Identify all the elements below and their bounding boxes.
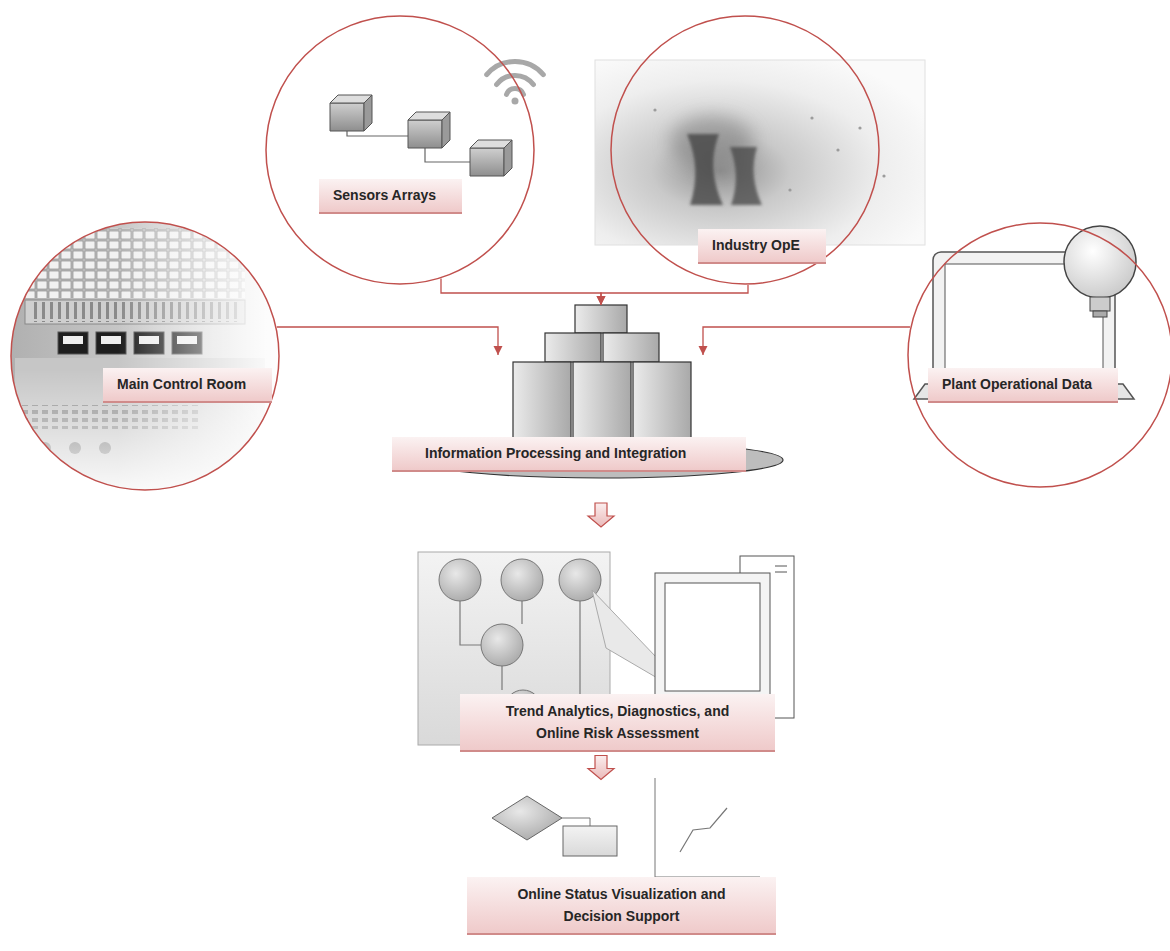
server-box <box>545 333 601 362</box>
sensor-cube <box>442 112 450 148</box>
connector-line <box>601 285 748 305</box>
block-arrow <box>588 503 614 527</box>
cooling-tower <box>687 134 723 205</box>
flow-box <box>563 826 617 856</box>
connector <box>597 285 749 305</box>
bulb-base <box>1093 311 1107 317</box>
circle-border <box>11 222 279 490</box>
map-dot <box>653 108 656 111</box>
sensor-cube <box>470 148 504 176</box>
arrowhead <box>597 296 606 305</box>
figure-node: Online Status Visualization and Decision… <box>467 790 785 940</box>
panel-background <box>10 221 280 491</box>
chart-line <box>680 808 727 852</box>
circle-border <box>611 16 879 284</box>
map-dot <box>810 116 813 119</box>
connector-line <box>703 327 910 355</box>
map-background <box>595 60 925 245</box>
control-room-panel <box>10 221 280 491</box>
plant-dots <box>653 108 885 191</box>
circle-border <box>266 16 534 284</box>
server-box <box>633 362 691 444</box>
map-dot <box>836 148 839 151</box>
connector-line <box>277 327 498 355</box>
industry-map <box>595 60 925 245</box>
wifi-symbol <box>487 62 544 105</box>
sensor-cube <box>408 120 442 148</box>
sensor-cube <box>330 103 364 131</box>
arrowhead <box>597 296 606 305</box>
wifi-dot <box>512 98 519 105</box>
server-box <box>573 362 631 444</box>
bulb-neck <box>1090 297 1110 311</box>
label-band: Plant Operational Data <box>928 368 1118 403</box>
flow-link <box>562 818 590 826</box>
tower-slot <box>775 566 787 572</box>
monitor-screen <box>665 583 760 691</box>
monitor-frame <box>655 573 770 701</box>
chart-axis <box>655 778 760 877</box>
connector <box>277 327 503 355</box>
server-box <box>513 362 571 444</box>
block-arrow <box>588 756 614 780</box>
circle-node: Main Control Room <box>10 221 280 491</box>
flow-diamond <box>492 796 562 840</box>
label-band: Trend Analytics, Diagnostics, and Online… <box>460 694 775 752</box>
label-band: Online Status Visualization and Decision… <box>467 877 776 935</box>
wifi-arc <box>487 62 544 75</box>
connector <box>699 327 910 355</box>
circle-outline <box>907 222 1170 488</box>
figure-node: Trend Analytics, Diagnostics, and Online… <box>418 552 795 745</box>
network-node <box>481 624 523 666</box>
map-dot <box>858 126 861 129</box>
arrowhead <box>494 346 503 355</box>
label-band: Industry OpE <box>698 229 826 264</box>
fade-overlay <box>10 221 280 491</box>
sensor-cube <box>364 95 372 131</box>
circle-outline <box>265 15 535 285</box>
sensor-cube <box>504 140 512 176</box>
server-box <box>603 333 659 362</box>
map-dot <box>788 188 791 191</box>
cooling-tower <box>730 147 762 205</box>
circle-node: Sensors Arrays <box>265 15 535 285</box>
visualization-figure <box>492 778 760 877</box>
server-box <box>575 305 627 333</box>
figure-node: Information Processing and Integration <box>498 305 703 478</box>
fade-overlay <box>10 221 280 491</box>
label-band: Sensors Arrays <box>319 179 462 214</box>
circle-border <box>908 223 1170 487</box>
label-band: Information Processing and Integration <box>392 437 746 472</box>
sensor-array-icon <box>330 95 512 176</box>
connector-line <box>441 279 601 305</box>
connector <box>588 756 614 780</box>
label-band: Main Control Room <box>103 368 272 403</box>
connector <box>588 503 614 527</box>
circle-outline <box>10 221 280 491</box>
arrowhead <box>699 346 708 355</box>
circle-node: Plant Operational Data <box>907 222 1170 488</box>
map-dot <box>882 174 885 177</box>
lightbulb-icon <box>1064 226 1136 317</box>
connector <box>441 279 606 305</box>
network-node <box>439 559 481 601</box>
network-node <box>501 559 543 601</box>
circle-node: Industry OpE <box>610 15 880 285</box>
